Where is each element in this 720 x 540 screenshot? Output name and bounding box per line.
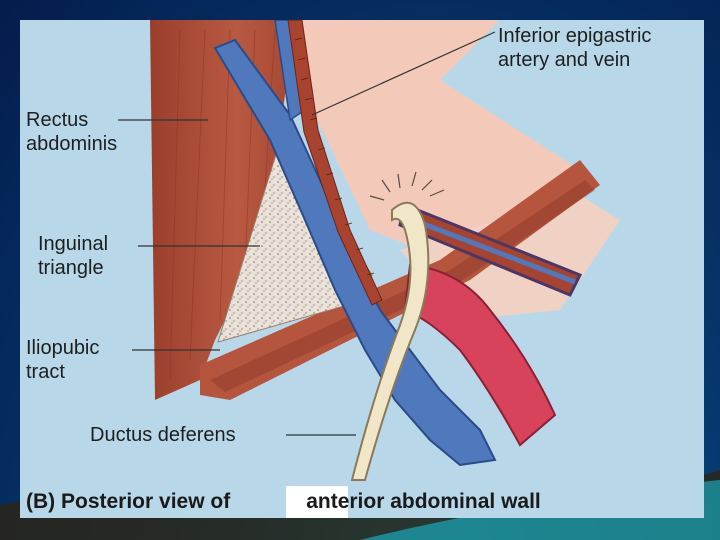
label-inguinal-triangle: Inguinal triangle (38, 233, 109, 279)
label-inferior-epigastric: Inferior epigastric artery and vein (498, 25, 652, 71)
leader-epigastric (311, 31, 496, 116)
label-ductus-deferens: Ductus deferens (90, 424, 236, 446)
caption-prefix: (B) Posterior view of (26, 490, 231, 513)
inferior-epigastric-artery (287, 20, 383, 306)
iliopubic-tract-shadow (210, 180, 595, 392)
inferior-epigastric-vein (213, 38, 497, 467)
deep-circumflex-vein (399, 212, 576, 285)
figure-caption: (B) Posterior view of anterior abdominal … (26, 490, 541, 514)
anatomy-figure: Inferior epigastric artery and vein Rect… (20, 20, 704, 518)
label-iliopubic-tract: Iliopubic tract (26, 337, 100, 383)
peritoneum-sheet (270, 20, 580, 250)
label-rectus-abdominis: Rectus abdominis (26, 109, 118, 155)
caption-occluder (286, 486, 348, 518)
external-iliac-artery (403, 263, 557, 447)
ductus-deferens (350, 201, 430, 481)
anatomy-illustration (118, 20, 620, 481)
caption-suffix: anterior abdominal wall (306, 490, 541, 513)
